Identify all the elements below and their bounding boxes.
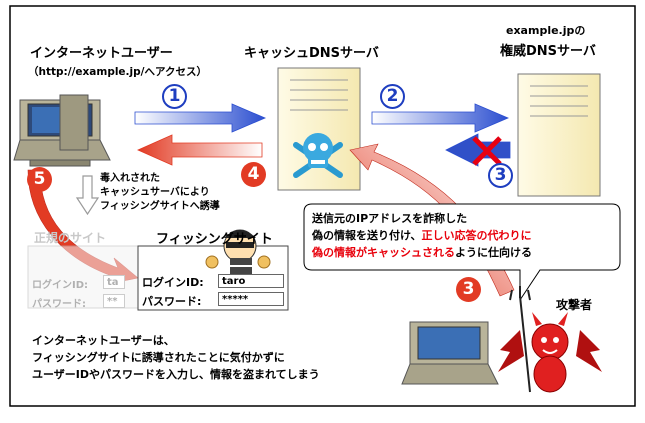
step-2-badge: 2	[380, 84, 405, 109]
legit-login-label: ログインID:	[32, 280, 89, 291]
user-subtitle: （http://example.jp/へアクセス）	[28, 66, 207, 78]
attack-bubble-line2-text: 偽の情報を送り付け、	[312, 229, 422, 242]
summary-line2: フィッシングサイトに誘導されたことに気付かずに	[32, 351, 285, 364]
attack-bubble-line3-end: ように仕向ける	[455, 246, 532, 259]
attack-bubble-line2: 偽の情報を送り付け、正しい応答の代わりに	[312, 227, 532, 244]
auth-dns-server-icon	[517, 73, 601, 197]
attack-bubble-line3-red: 偽の情報がキャッシュされる	[312, 246, 455, 259]
step-3-attack-badge: 3	[456, 277, 481, 302]
attack-bubble-line2-red: 正しい応答の代わりに	[421, 229, 532, 242]
phishing-password-label: パスワード:	[142, 295, 202, 308]
phishing-site-title: フィッシングサイト	[156, 232, 273, 247]
poison-note-line1: 毒入れされた	[100, 173, 160, 184]
attack-bubble	[303, 203, 621, 302]
user-computer-icon	[13, 94, 111, 167]
attack-bubble-line1: 送信元のIPアドレスを詐称した	[312, 212, 468, 225]
legit-site-window	[27, 245, 149, 309]
query-arrow-2	[371, 103, 510, 133]
step-1-badge: 1	[162, 84, 187, 109]
auth-server-line1: example.jpの	[506, 24, 586, 37]
skull-icon	[293, 133, 343, 178]
legit-site-title: 正規のサイト	[34, 231, 107, 245]
summary-line1: インターネットユーザーは、	[32, 334, 175, 347]
summary-text: インターネットユーザーは、 フィッシングサイトに誘導されたことに気付かずに ユー…	[32, 332, 320, 383]
step-4-badge: 4	[241, 162, 266, 187]
legit-password-label: パスワード:	[32, 299, 86, 310]
summary-line3: ユーザーIDやパスワードを入力し、情報を盗まれてしまう	[32, 368, 320, 381]
legit-login-field: ta	[103, 275, 125, 289]
user-title: インターネットユーザー	[30, 46, 173, 61]
guidance-arrow	[75, 175, 100, 216]
phishing-password-field: *****	[218, 292, 284, 306]
poison-note-line2: キャッシュサーバにより	[100, 187, 210, 198]
thief-icon	[205, 229, 271, 276]
devil-icon	[498, 286, 602, 393]
phishing-login-field: taro	[218, 274, 284, 288]
phishing-login-label: ログインID:	[142, 276, 204, 289]
diagram-frame	[9, 5, 636, 407]
legit-password-field: **	[103, 294, 125, 308]
cache-dns-server-icon	[277, 67, 361, 191]
attacker-label: 攻撃者	[556, 298, 593, 312]
response-arrow-4	[137, 134, 263, 166]
attack-bubble-text: 送信元のIPアドレスを詐称した 偽の情報を送り付け、正しい応答の代わりに 偽の情…	[312, 210, 532, 261]
poison-note: 毒入れされた キャッシュサーバにより フィッシングサイトへ誘導	[100, 172, 220, 214]
attack-bubble-line3: 偽の情報がキャッシュされるように仕向ける	[312, 244, 532, 261]
attacker-computer-icon	[401, 321, 499, 385]
query-arrow-1	[134, 103, 267, 133]
blocked-cross-icon	[472, 136, 502, 166]
cache-server-title: キャッシュDNSサーバ	[244, 46, 379, 61]
auth-server-line2: 権威DNSサーバ	[500, 44, 596, 59]
poison-note-line3: フィッシングサイトへ誘導	[100, 201, 220, 212]
step-3-badge: 3	[488, 163, 513, 188]
step-5-badge: 5	[27, 167, 52, 192]
